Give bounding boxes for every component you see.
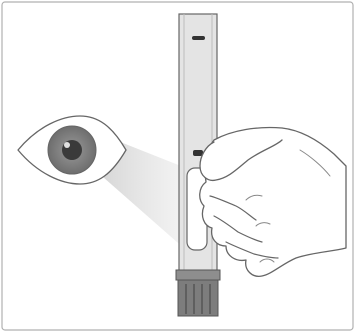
eye [17, 115, 127, 185]
thumb [199, 139, 283, 182]
knuckle-line [259, 258, 275, 263]
finger-line [225, 241, 279, 259]
fill-line-mark [192, 36, 205, 40]
finger-line [213, 215, 263, 243]
tube-cap [175, 269, 221, 317]
knuckle-line [245, 194, 263, 201]
cap-collar [175, 269, 221, 281]
eye-highlight [64, 142, 70, 148]
hand [199, 126, 347, 277]
knuckle-line [255, 222, 271, 227]
cap-body [177, 279, 219, 317]
wrist-line [299, 149, 331, 177]
window-mark [193, 150, 203, 156]
finger-line [209, 195, 257, 221]
